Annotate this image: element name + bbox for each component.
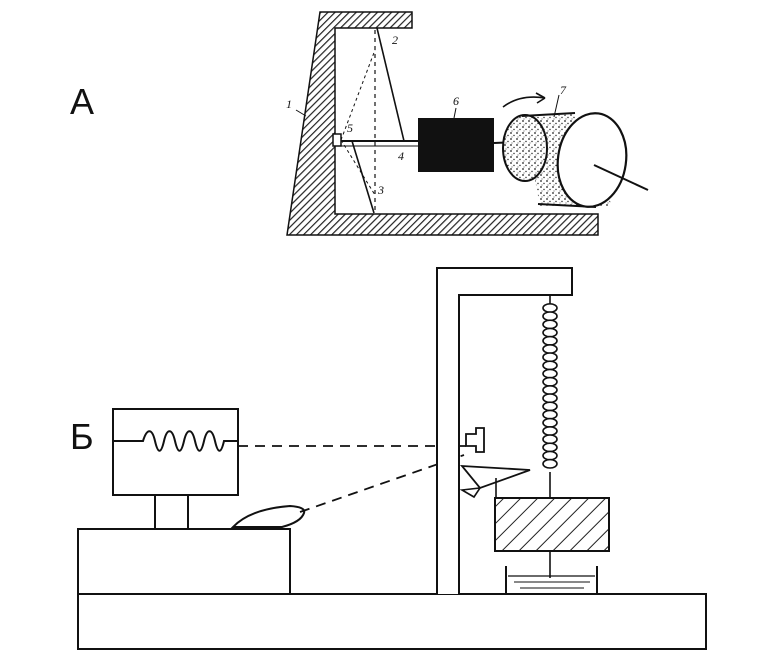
mirror-sensor [465, 427, 485, 453]
oscilloscope-screen [112, 408, 239, 496]
left-block [77, 528, 291, 595]
spring-loop [542, 425, 558, 436]
spring-loop [542, 450, 558, 461]
part-label-1: 1 [286, 97, 292, 111]
arrow-head [535, 92, 546, 104]
panel-a-apparatus [286, 11, 649, 236]
spring-loop [542, 442, 558, 453]
liquid-bath [505, 566, 598, 595]
panel-b-label: Б [70, 416, 94, 457]
hatched-weight [494, 497, 610, 552]
lens-holder-lower [459, 487, 482, 499]
suspension-wire-3 [351, 140, 375, 214]
leader-6 [453, 107, 457, 119]
spring-loop [542, 368, 558, 379]
spring-loop [542, 376, 558, 387]
spring-loop [542, 352, 558, 363]
frame-c-bracket [286, 11, 599, 236]
panel-a-label: А [70, 81, 95, 122]
monitor-stand [154, 494, 189, 530]
dashed-guide-upper [340, 49, 376, 141]
block-6 [418, 118, 494, 172]
spring-loop [542, 327, 558, 338]
spring-loop [542, 409, 558, 420]
stand-frame [436, 267, 573, 594]
spring-loop [542, 343, 558, 354]
rotation-arrow [502, 96, 546, 108]
finger-object [230, 504, 306, 528]
spring-loop [542, 401, 558, 412]
spring-loops [542, 302, 558, 469]
spring-loop [542, 319, 558, 330]
part-label-4: 4 [398, 149, 404, 163]
oscilloscope-trace [113, 430, 238, 452]
spring-loop [542, 311, 558, 322]
part-label-2: 2 [392, 33, 398, 47]
lens-holder-upper [460, 464, 531, 490]
spring-loop [542, 417, 558, 428]
part-label-6: 6 [453, 94, 459, 108]
part-label-5: 5 [347, 121, 353, 135]
spring-loop [542, 434, 558, 445]
clamp-5 [332, 133, 342, 147]
suspension-wire-2 [376, 27, 405, 142]
base-platform [77, 593, 707, 650]
spring-loop [542, 360, 558, 371]
leader-1 [295, 109, 307, 117]
leader-7 [553, 94, 560, 118]
part-label-3: 3 [378, 183, 384, 197]
spring-loop [542, 458, 558, 469]
panel-b-apparatus [77, 267, 707, 650]
dashed-guide-lower [340, 139, 376, 196]
drum-7 [502, 112, 649, 208]
spring-loop [542, 393, 558, 404]
part-label-7: 7 [560, 83, 566, 97]
spring-loop [542, 384, 558, 395]
spring-loop [542, 302, 558, 313]
spring-loop [542, 335, 558, 346]
